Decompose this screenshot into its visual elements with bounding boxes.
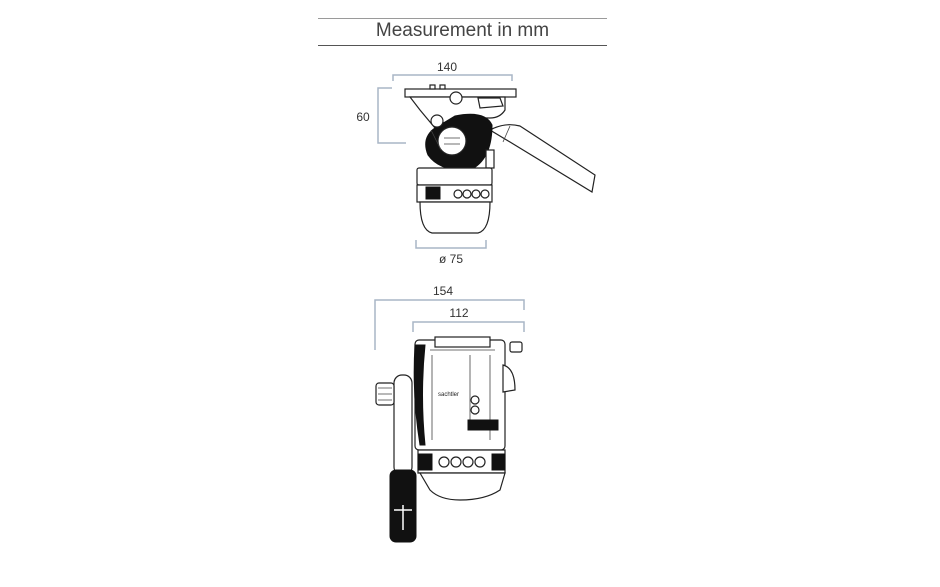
page-title: Measurement in mm xyxy=(375,20,550,41)
fluid-head-side-view xyxy=(404,84,596,234)
dimension-60-bracket xyxy=(377,87,406,144)
dimension-140-label: 140 xyxy=(436,60,458,74)
dimension-75-label: ø 75 xyxy=(438,252,464,266)
dimension-60-label: 60 xyxy=(356,110,370,124)
dimension-75-bracket xyxy=(415,240,487,249)
dimension-140-bracket xyxy=(392,74,513,81)
fluid-head-front-view: sachtler xyxy=(375,336,523,543)
dimension-112-bracket xyxy=(412,321,525,332)
pan-bar xyxy=(488,124,596,193)
dimension-154-label: 154 xyxy=(432,284,454,298)
svg-text:sachtler: sachtler xyxy=(438,392,459,398)
dimension-154-bracket xyxy=(374,299,525,350)
header-bottom-rule xyxy=(318,45,607,46)
pan-bar xyxy=(393,374,413,476)
header-top-rule xyxy=(318,18,607,19)
dimension-112-label: 112 xyxy=(449,306,469,320)
